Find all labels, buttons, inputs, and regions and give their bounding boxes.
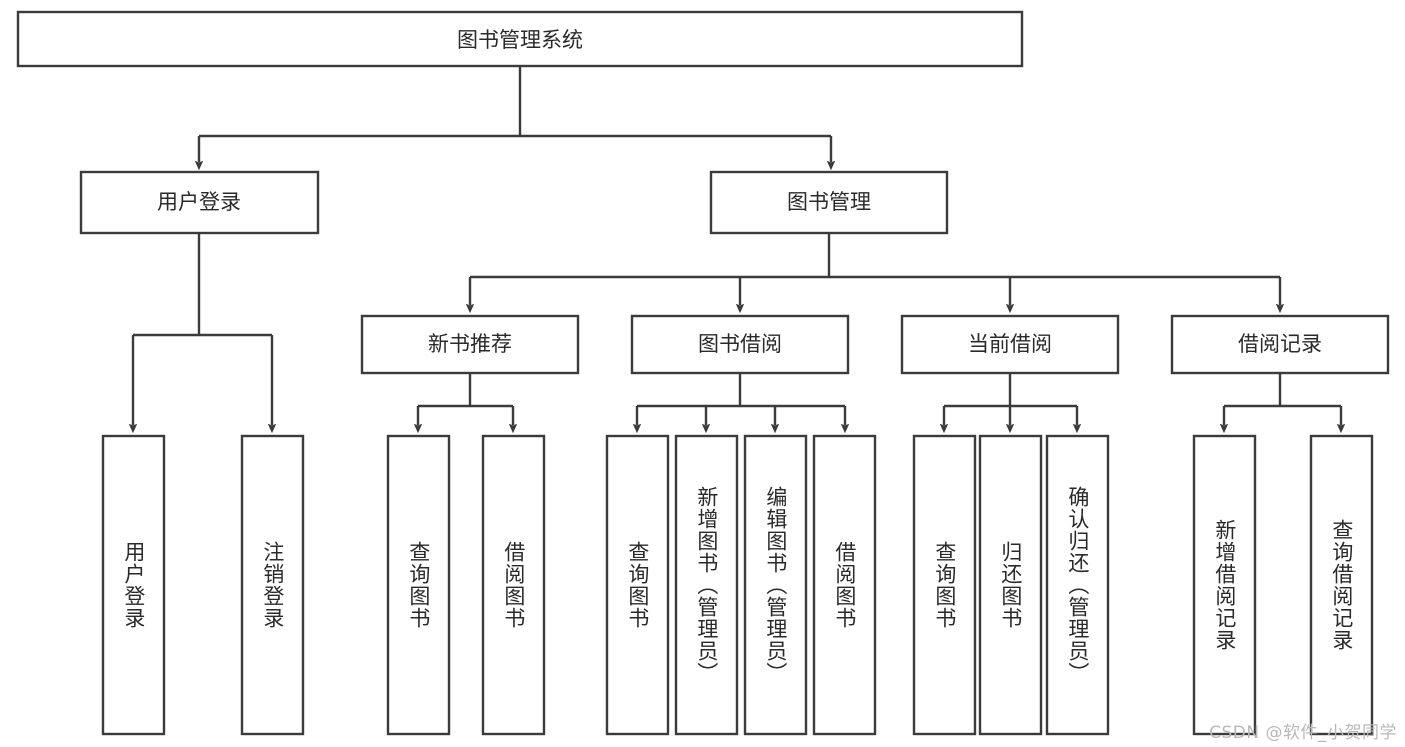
node-new-book-recommend[interactable] xyxy=(360,314,580,375)
node-leaf-query-book-rec[interactable] xyxy=(386,434,451,736)
node-leaf-user-login[interactable] xyxy=(101,434,166,736)
node-root[interactable] xyxy=(16,10,1024,68)
node-leaf-query-book[interactable] xyxy=(605,434,670,736)
node-leaf-logout[interactable] xyxy=(240,434,305,736)
node-leaf-return-book[interactable] xyxy=(978,434,1043,736)
label-root: 图书管理系统 xyxy=(457,28,583,52)
label-new-book-recommend: 新书推荐 xyxy=(428,332,512,356)
node-leaf-add-record[interactable] xyxy=(1192,434,1257,736)
edge-currentborrow-to-leaves xyxy=(939,373,1082,434)
edge-bookborrow-to-leaves xyxy=(632,373,850,434)
node-leaf-query-book-cur[interactable] xyxy=(912,434,977,736)
node-borrow-record[interactable] xyxy=(1170,314,1390,375)
edge-borrowrecord-to-leaves xyxy=(1219,373,1346,434)
node-leaf-edit-book[interactable] xyxy=(743,434,808,736)
node-leaf-borrow-book-rec[interactable] xyxy=(481,434,546,736)
node-leaf-add-book[interactable] xyxy=(674,434,739,736)
label-book-borrow: 图书借阅 xyxy=(698,332,782,356)
node-leaf-confirm-return[interactable] xyxy=(1045,434,1110,736)
edge-root-to-level2 xyxy=(194,66,836,171)
edge-bookmanage-to-level3 xyxy=(465,233,1285,314)
label-current-borrow: 当前借阅 xyxy=(968,332,1052,356)
edge-userlogin-to-leaves xyxy=(128,233,277,434)
edge-newbook-to-leaves xyxy=(413,373,518,434)
label-borrow-record: 借阅记录 xyxy=(1238,332,1322,356)
label-user-login: 用户登录 xyxy=(157,190,241,214)
node-leaf-query-record[interactable] xyxy=(1309,434,1374,736)
node-book-manage[interactable] xyxy=(709,170,949,235)
node-user-login[interactable] xyxy=(79,170,320,235)
node-leaf-borrow-book[interactable] xyxy=(812,434,877,736)
csdn-watermark: CSDN @软件_小贺同学 xyxy=(1209,723,1397,743)
node-book-borrow[interactable] xyxy=(630,314,850,375)
label-book-manage: 图书管理 xyxy=(787,190,871,214)
node-current-borrow[interactable] xyxy=(900,314,1120,375)
